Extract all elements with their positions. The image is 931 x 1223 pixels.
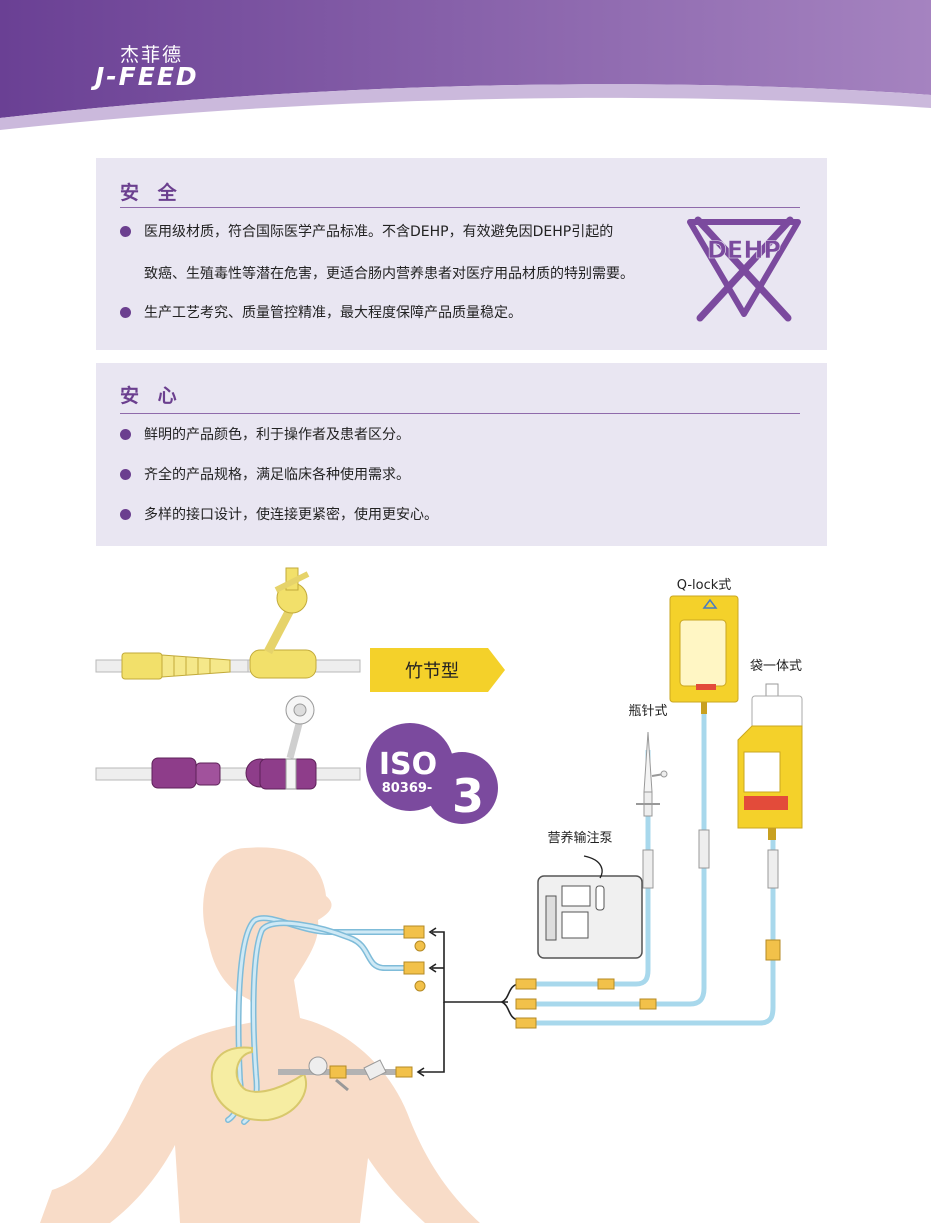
iso-text: ISO bbox=[379, 747, 437, 782]
feeding-system-diagram: Q-lock式 袋一体式 瓶针式 营养输注泵 bbox=[40, 578, 803, 1223]
dehp-label: DEHP bbox=[707, 236, 781, 264]
patient-body-silhouette bbox=[40, 847, 480, 1223]
purple-enfit-connector bbox=[95, 757, 297, 789]
nasal-tube-connectors bbox=[403, 925, 426, 992]
bag-integrated-label: 袋一体式 bbox=[750, 659, 802, 674]
yellow-bamboo-connector bbox=[95, 652, 297, 680]
iso-80369-3-badge: ISO 80369- 3 bbox=[366, 723, 498, 824]
purple-capped-connector bbox=[245, 695, 361, 790]
bullet-dot bbox=[120, 307, 131, 318]
yellow-capped-connector bbox=[247, 567, 361, 679]
bottle-spike-label: 瓶针式 bbox=[628, 704, 667, 719]
assurance-panel: 安 心 鲜明的产品颜色，利于操作者及患者区分。 齐全的产品规格，满足临床各种使用… bbox=[96, 363, 827, 546]
assurance-bullet-3: 多样的接口设计，使连接更紧密，使用更安心。 bbox=[144, 507, 438, 523]
bottle-spike-device bbox=[636, 731, 668, 817]
connection-arrows bbox=[416, 927, 519, 1077]
safety-title: 安 全 bbox=[120, 182, 183, 204]
bullet-dot bbox=[120, 469, 131, 480]
bag-integrated-feeding-set bbox=[737, 683, 803, 840]
iso-standard-text: 80369- bbox=[382, 781, 433, 796]
iso-part-number: 3 bbox=[452, 769, 484, 823]
q-lock-label: Q-lock式 bbox=[677, 578, 732, 593]
q-lock-feeding-bag bbox=[669, 595, 739, 714]
assurance-bullet-2: 齐全的产品规格，满足临床各种使用需求。 bbox=[144, 467, 410, 483]
brand-logo-text: J-FEED bbox=[95, 62, 199, 91]
bullet-dot bbox=[120, 509, 131, 520]
header-wave bbox=[0, 0, 931, 130]
assurance-divider bbox=[120, 413, 800, 414]
bullet-dot bbox=[120, 226, 131, 237]
feeding-lines bbox=[515, 710, 781, 1029]
assurance-title: 安 心 bbox=[120, 385, 183, 407]
brand-chinese-name: 杰菲德 bbox=[120, 44, 184, 66]
gastrostomy-tube bbox=[278, 1056, 413, 1092]
safety-divider bbox=[120, 207, 800, 208]
safety-bullet-2: 生产工艺考究、质量管控精准，最大程度保障产品质量稳定。 bbox=[144, 305, 522, 321]
bamboo-type-label: 竹节型 bbox=[405, 661, 459, 682]
connector-illustration: 竹节型 ISO 80369- 3 bbox=[95, 567, 505, 824]
pump-label: 营养输注泵 bbox=[547, 830, 612, 846]
safety-bullet-1-continued: 致癌、生殖毒性等潜在危害，更适合肠内营养患者对医疗用品材质的特别需要。 bbox=[144, 266, 634, 282]
bullet-dot bbox=[120, 429, 131, 440]
nutrition-pump-device bbox=[537, 855, 643, 959]
bamboo-type-tag: 竹节型 bbox=[370, 648, 505, 692]
safety-panel: 安 全 医用级材质，符合国际医学产品标准。不含DEHP，有效避免因DEHP引起的… bbox=[96, 158, 827, 350]
safety-bullet-1: 医用级材质，符合国际医学产品标准。不含DEHP，有效避免因DEHP引起的 bbox=[144, 224, 614, 240]
assurance-bullet-1: 鲜明的产品颜色，利于操作者及患者区分。 bbox=[144, 427, 410, 443]
header-banner: 杰菲德 J-FEED bbox=[0, 0, 931, 140]
no-dehp-icon: DEHP bbox=[687, 216, 801, 322]
stomach-illustration bbox=[210, 1046, 307, 1122]
